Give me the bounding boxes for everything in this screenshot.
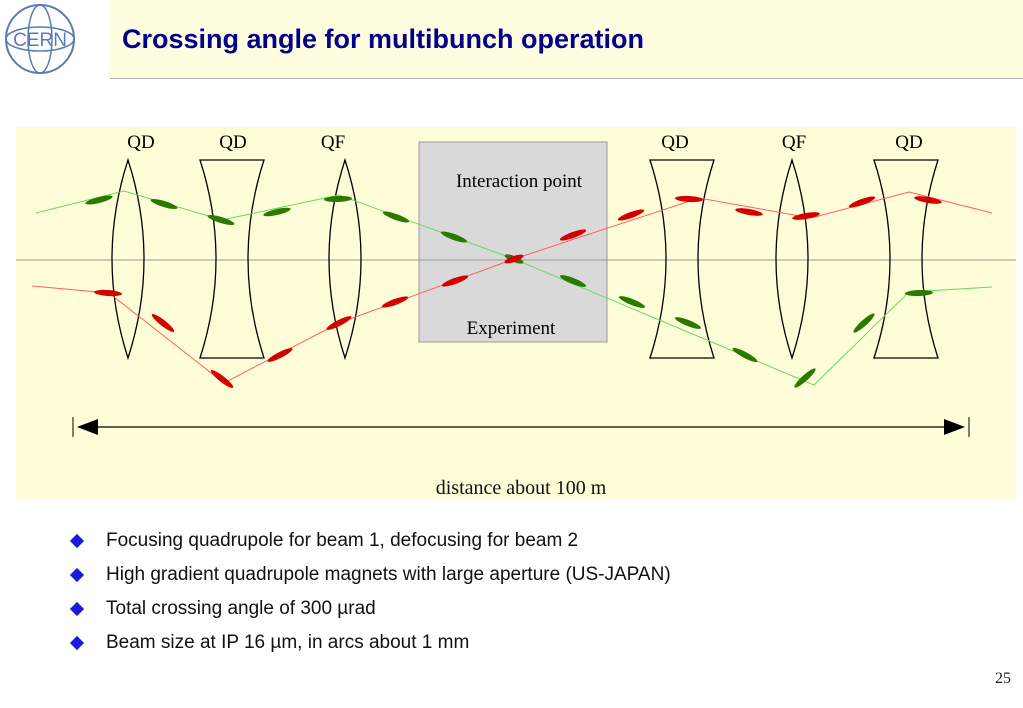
bunch-beam1 bbox=[914, 196, 942, 204]
lens-concave-3 bbox=[873, 159, 939, 359]
magnet-label-qd-1: QD bbox=[127, 132, 154, 153]
logo-area: CERN bbox=[0, 0, 110, 78]
bunch-beam2 bbox=[905, 289, 933, 297]
bullet-text: Beam size at IP 16 µm, in arcs about 1 m… bbox=[106, 632, 470, 653]
ip-label: Interaction point bbox=[456, 171, 583, 192]
bullet-item: Beam size at IP 16 µm, in arcs about 1 m… bbox=[69, 632, 972, 666]
cern-logo-icon: CERN bbox=[5, 4, 75, 74]
beam1-bunches bbox=[94, 195, 942, 388]
distance-label: distance about 100 m bbox=[436, 477, 607, 499]
bunch-beam2 bbox=[794, 368, 816, 388]
bunch-beam2 bbox=[207, 215, 235, 225]
bunch-beam2 bbox=[853, 313, 875, 333]
magnet-label-qd-3: QD bbox=[661, 132, 688, 153]
arrowhead-right-icon bbox=[944, 419, 965, 435]
bunch-beam1 bbox=[381, 296, 409, 308]
bunch-beam1 bbox=[151, 314, 175, 332]
diamond-bullet-icon bbox=[69, 533, 85, 549]
bunch-beam1 bbox=[267, 348, 293, 362]
bunch-beam2 bbox=[324, 195, 352, 203]
bunch-beam2 bbox=[382, 211, 410, 223]
bunch-beam2 bbox=[674, 317, 702, 329]
page-number: 25 bbox=[995, 670, 1011, 687]
bunch-beam1 bbox=[210, 370, 234, 388]
lens-concave-2 bbox=[649, 159, 715, 359]
magnet-label-qd-2: QD bbox=[219, 132, 246, 153]
bunch-beam1 bbox=[326, 316, 352, 330]
bullet-text: Total crossing angle of 300 µrad bbox=[106, 598, 376, 619]
diamond-bullet-icon bbox=[69, 601, 85, 617]
bunch-beam1 bbox=[848, 196, 876, 208]
bullet-text: High gradient quadrupole magnets with la… bbox=[106, 564, 671, 585]
logo-text: CERN bbox=[13, 30, 67, 51]
bunch-beam2 bbox=[85, 195, 113, 205]
page-title: Crossing angle for multibunch operation bbox=[122, 24, 645, 54]
lens-convex-3 bbox=[775, 157, 809, 361]
arrowhead-left-icon bbox=[77, 419, 98, 435]
bunch-beam2 bbox=[150, 199, 178, 209]
lens-convex-2 bbox=[328, 157, 362, 361]
interaction-point-box bbox=[418, 141, 608, 343]
bunch-beam1 bbox=[441, 275, 469, 287]
lens-convex-1 bbox=[111, 157, 145, 361]
header-band: Crossing angle for multibunch operation bbox=[110, 0, 1023, 79]
bullet-text: Focusing quadrupole for beam 1, defocusi… bbox=[106, 530, 579, 551]
bunch-beam1 bbox=[675, 195, 703, 203]
diagram-panel: Interaction point Experiment QD QD QF QD… bbox=[16, 127, 1016, 500]
bunch-beam2 bbox=[732, 347, 758, 363]
bunch-beam2 bbox=[263, 207, 291, 217]
bunch-beam1 bbox=[792, 212, 820, 220]
beam2-trajectory bbox=[35, 190, 993, 386]
beam-optics-diagram: Interaction point Experiment QD QD QF QD… bbox=[16, 132, 1016, 499]
bullet-item: Focusing quadrupole for beam 1, defocusi… bbox=[69, 530, 972, 564]
magnet-label-qd-4: QD bbox=[895, 132, 922, 153]
bunch-beam1 bbox=[735, 208, 763, 216]
diamond-bullet-icon bbox=[69, 635, 85, 651]
diamond-bullet-icon bbox=[69, 567, 85, 583]
magnet-label-qf-2: QF bbox=[782, 132, 806, 153]
bullet-list: Focusing quadrupole for beam 1, defocusi… bbox=[69, 530, 972, 666]
bullet-item: High gradient quadrupole magnets with la… bbox=[69, 564, 972, 598]
bunch-beam1 bbox=[559, 229, 587, 241]
lens-concave-1 bbox=[199, 159, 265, 359]
experiment-label: Experiment bbox=[467, 318, 556, 339]
bunch-beam2 bbox=[440, 231, 468, 243]
bunch-beam2 bbox=[559, 275, 587, 287]
bunch-beam1 bbox=[617, 209, 645, 221]
bunch-beam1 bbox=[94, 289, 122, 297]
beam2-bunches bbox=[85, 195, 933, 388]
bullet-item: Total crossing angle of 300 µrad bbox=[69, 598, 972, 632]
magnet-label-qf-1: QF bbox=[321, 132, 345, 153]
bunch-beam1 bbox=[504, 254, 524, 264]
bunch-beam2 bbox=[618, 296, 646, 308]
